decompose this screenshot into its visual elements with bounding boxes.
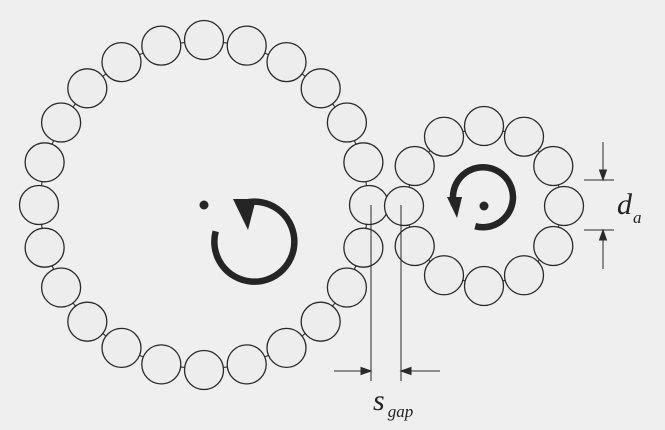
large-ring-bead: [40, 102, 82, 143]
large-ring-link: [264, 354, 269, 358]
large-ring-link: [301, 73, 306, 77]
large-ring-bead: [24, 142, 65, 183]
large-ring-bead: [266, 327, 307, 369]
large-ring-bead: [300, 68, 341, 109]
small-ring-bead: [394, 225, 435, 267]
large-ring-link: [139, 52, 144, 56]
small-ring-bead: [423, 116, 465, 157]
large-ring-link: [332, 103, 336, 108]
large-ring-bead: [183, 349, 225, 391]
large-ring-link: [353, 265, 357, 270]
bead-diameter-label: da: [617, 188, 642, 227]
large-ring-center: [199, 200, 209, 210]
counterclockwise-rotation-arrow-icon: [447, 163, 517, 231]
large-ring-bead: [18, 184, 60, 226]
large-ring-link: [139, 354, 144, 358]
large-ring-bead: [141, 25, 182, 66]
large-ring-bead: [343, 142, 384, 183]
large-ring-bead: [101, 327, 142, 369]
large-ring-bead: [226, 25, 267, 66]
large-ring-bead: [300, 301, 341, 342]
small-ring-bead: [383, 185, 425, 227]
small-ring: [383, 105, 585, 307]
clockwise-rotation-arrow-icon: [211, 198, 298, 285]
large-ring-link: [332, 302, 336, 307]
large-ring-bead: [67, 68, 108, 109]
large-ring-bead: [141, 344, 182, 385]
large-ring-link: [365, 224, 368, 229]
large-ring-bead: [348, 184, 390, 226]
large-ring-link: [264, 52, 269, 56]
large-ring-bead: [343, 227, 384, 268]
large-ring-bead: [326, 102, 368, 143]
large-ring-link: [223, 41, 228, 44]
large-ring-bead: [40, 267, 82, 308]
large-ring-link: [180, 41, 185, 44]
large-ring-link: [223, 366, 228, 369]
large-ring-link: [72, 302, 76, 307]
large-ring-bead: [67, 301, 108, 342]
large-ring-bead: [101, 41, 142, 83]
small-ring-bead: [463, 105, 505, 147]
large-ring-link: [72, 103, 76, 108]
large-ring-link: [51, 265, 55, 270]
large-ring-link: [301, 333, 306, 337]
small-ring-bead: [533, 225, 574, 267]
large-ring-bead: [183, 19, 225, 61]
large-ring-link: [51, 140, 55, 145]
large-ring-link: [102, 73, 107, 77]
large-ring-link: [365, 181, 368, 186]
bead-diameter-dimension: da: [584, 142, 642, 269]
large-ring-link: [102, 333, 107, 337]
large-ring-bead: [24, 227, 65, 268]
large-ring-link: [40, 224, 43, 229]
small-ring-bead: [503, 116, 545, 157]
large-ring: [18, 19, 390, 391]
small-ring-bead: [394, 145, 435, 187]
small-ring-bead: [533, 145, 574, 187]
large-ring-link: [180, 366, 185, 369]
large-ring-bead: [326, 267, 368, 308]
large-ring-link: [353, 140, 357, 145]
small-ring-bead: [503, 255, 545, 296]
small-ring-bead: [423, 255, 465, 296]
small-ring-bead: [463, 265, 505, 307]
large-ring-bead: [226, 344, 267, 385]
large-ring-link: [40, 181, 43, 186]
large-ring-bead: [266, 41, 307, 83]
small-ring-center: [479, 201, 489, 211]
small-ring-bead: [543, 185, 585, 227]
